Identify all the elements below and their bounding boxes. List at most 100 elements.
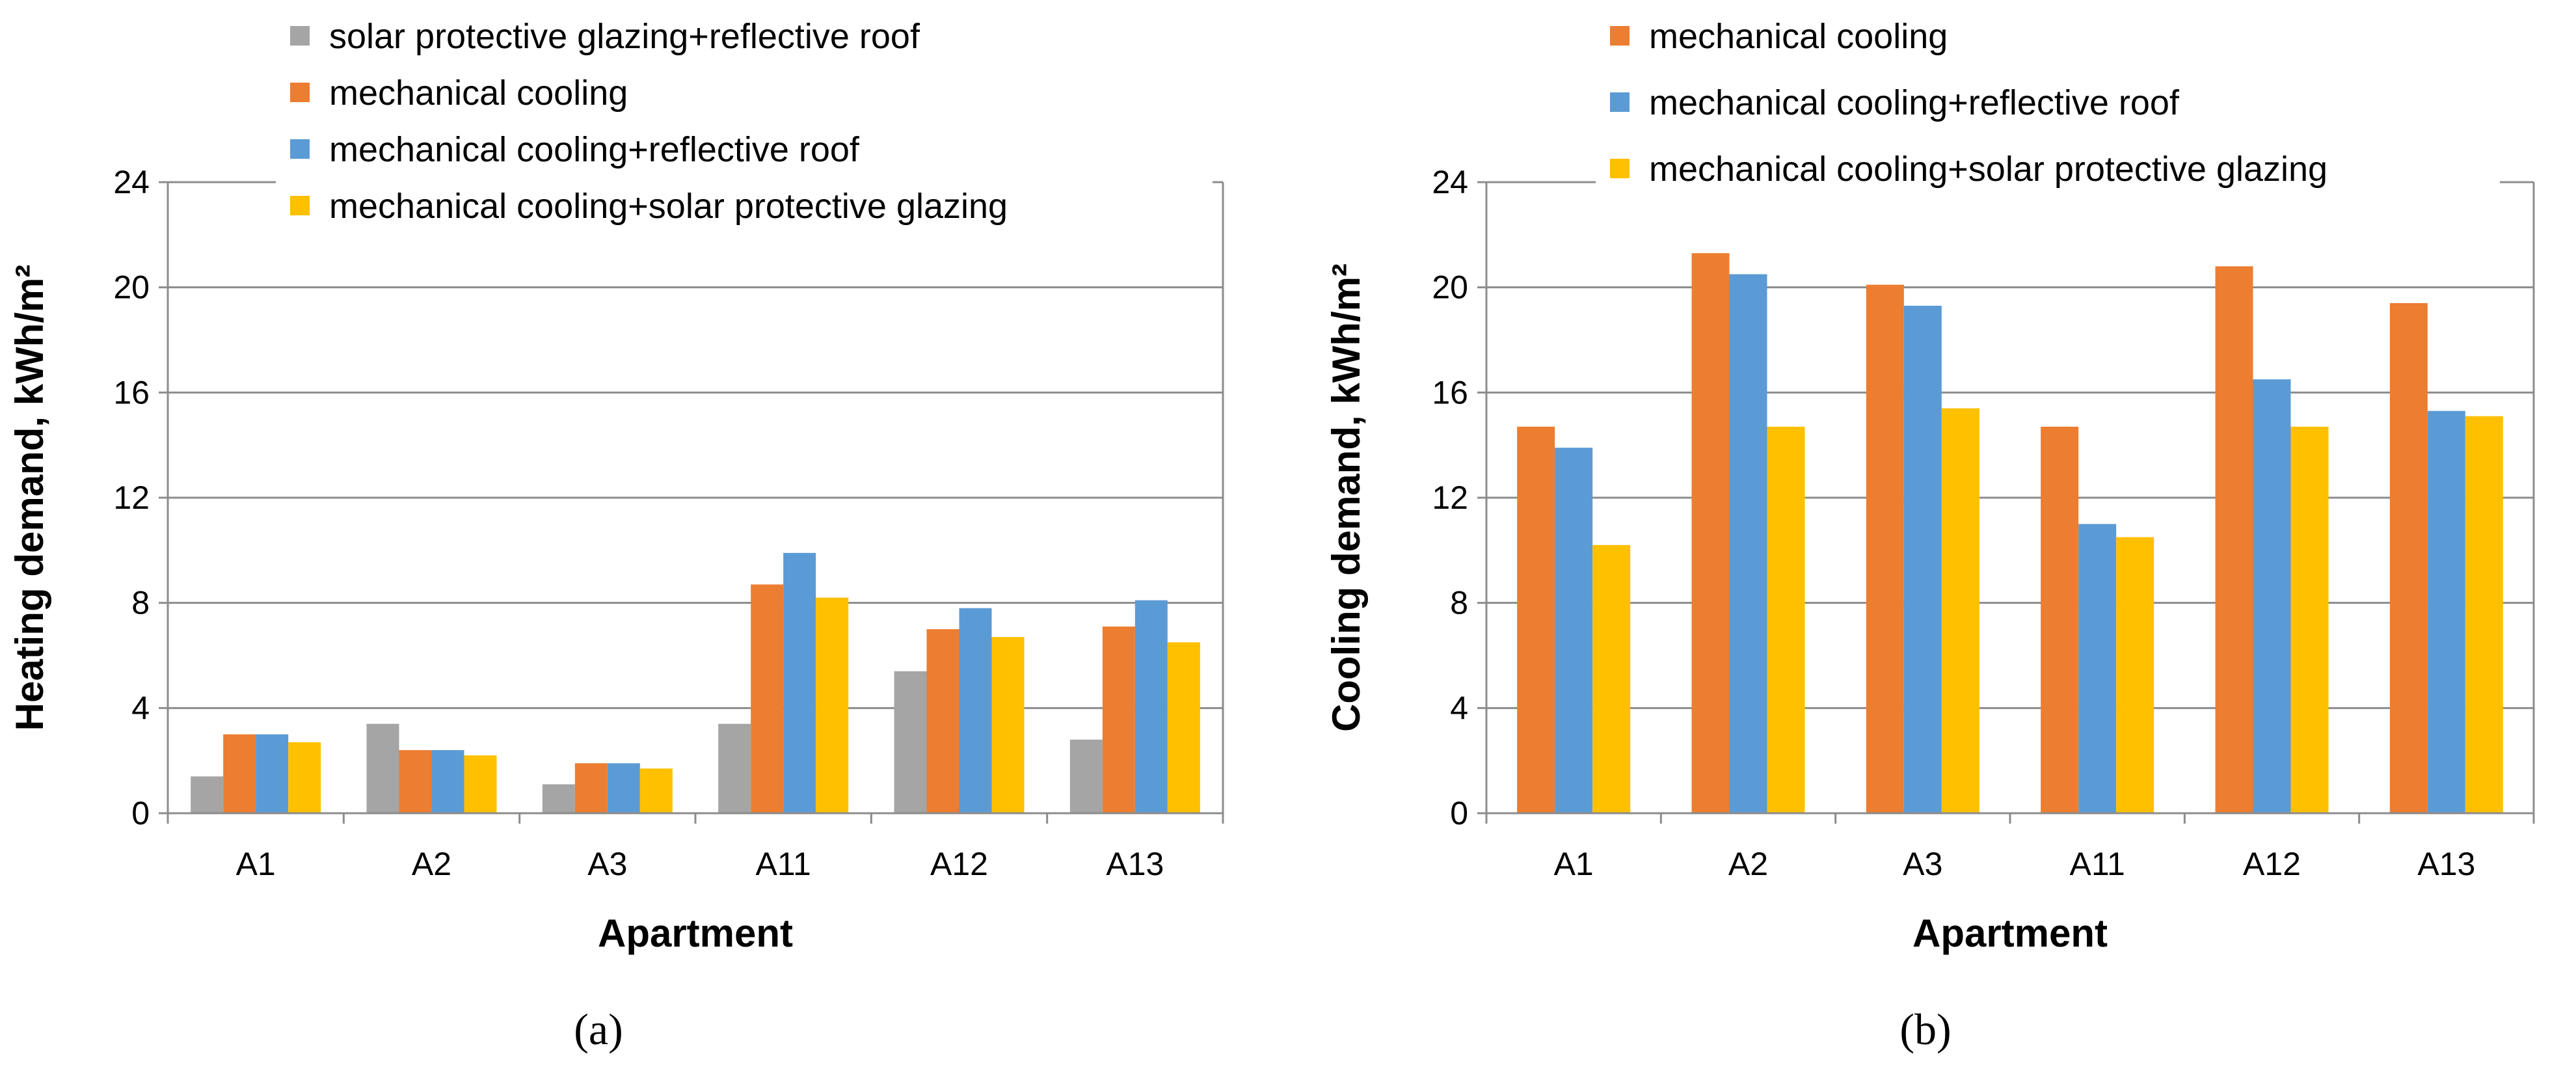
x-tick-label: A13 [1106, 846, 1164, 882]
panel-b-y-ticks: 0 4 8 12 16 20 24 [1432, 164, 1468, 831]
legend-label: mechanical cooling [1649, 17, 1948, 56]
panel-b-axes [1477, 181, 2535, 824]
x-tick-label: A12 [930, 846, 988, 882]
bar [1729, 274, 1767, 813]
bar [288, 742, 321, 813]
legend-label: solar protective glazing+reflective roof [329, 17, 920, 56]
bar [431, 750, 464, 813]
bar [959, 608, 992, 813]
y-tick-label: 16 [113, 374, 150, 411]
bar [816, 597, 849, 813]
legend-label: mechanical cooling+solar protective glaz… [1649, 150, 2328, 189]
legend-label: mechanical cooling [329, 74, 628, 113]
bar [1903, 305, 1942, 813]
x-tick-label: A3 [587, 846, 627, 882]
y-tick-label: 8 [131, 585, 150, 621]
x-tick-label: A13 [2417, 846, 2475, 882]
bar [464, 755, 497, 813]
panel-a-legend-background [276, 163, 1213, 233]
bar [1069, 739, 1103, 813]
bar [191, 776, 224, 813]
x-tick-label: A2 [1728, 846, 1768, 882]
bar [256, 734, 289, 813]
bar [991, 637, 1025, 813]
panel-a-bars [191, 552, 1200, 813]
bar [1767, 426, 1805, 813]
y-tick-label: 12 [113, 479, 150, 516]
bar [399, 750, 432, 813]
panel-a-x-axis-title: Apartment [598, 911, 793, 955]
panel-a-y-ticks: 0 4 8 12 16 20 24 [113, 164, 150, 831]
x-tick-label: A1 [236, 846, 276, 882]
panel-a-axes [159, 181, 1224, 824]
legend-label: mechanical cooling+solar protective glaz… [329, 187, 1008, 226]
y-tick-label: 4 [131, 690, 150, 726]
x-tick-label: A1 [1554, 846, 1594, 882]
bar [2253, 379, 2291, 813]
bar [2465, 416, 2503, 813]
bar [1134, 600, 1168, 813]
legend-label: mechanical cooling+reflective roof [1649, 83, 2180, 122]
panel-b-label: (b) [1899, 1004, 1951, 1054]
y-tick-label: 24 [1432, 164, 1468, 200]
legend-swatch [290, 83, 310, 102]
panel-b-gridlines [1486, 181, 2534, 709]
panel-b-y-axis-title: Cooling demand, kWh/m² [1324, 263, 1368, 732]
bar [574, 763, 608, 813]
y-tick-label: 4 [1450, 690, 1468, 726]
bar [783, 552, 816, 813]
legend-swatch [1610, 92, 1630, 112]
bar [607, 763, 640, 813]
bar [1555, 448, 1593, 813]
y-tick-label: 12 [1432, 479, 1468, 516]
panel-a-gridlines [168, 181, 1223, 709]
x-tick-label: A2 [412, 846, 451, 882]
bar [1167, 642, 1200, 813]
bar [1592, 545, 1631, 813]
bar [1866, 284, 1904, 813]
bar [751, 584, 784, 813]
legend-swatch [1610, 26, 1630, 46]
panel-b-bars [1517, 253, 2503, 814]
bar [1102, 627, 1135, 813]
y-tick-label: 20 [1432, 269, 1468, 306]
panel-a-y-axis-title: Heating demand, kWh/m² [8, 265, 51, 731]
y-tick-label: 24 [113, 164, 150, 200]
bar [2290, 426, 2329, 813]
bar [926, 629, 959, 813]
panel-a-heating-chart: 0 4 8 12 16 20 24 A1 A2 A3 A11 A12 A13 solar protec… [8, 17, 1224, 1054]
bar [639, 768, 673, 813]
y-tick-label: 0 [131, 795, 150, 831]
bar [894, 671, 927, 813]
bar [542, 784, 575, 813]
bar [366, 723, 399, 813]
legend-swatch [290, 196, 310, 215]
y-tick-label: 0 [1450, 795, 1468, 831]
bar [718, 723, 751, 813]
x-tick-label: A11 [2070, 846, 2125, 882]
bar [223, 734, 256, 813]
bar [2215, 266, 2253, 813]
x-tick-label: A12 [2243, 846, 2301, 882]
bar [2116, 537, 2154, 813]
bar [2389, 303, 2428, 814]
x-tick-label: A11 [756, 846, 811, 882]
bar [2078, 524, 2117, 813]
panel-a-x-ticks: A1 A2 A3 A11 A12 A13 [236, 846, 1164, 882]
bar [2427, 411, 2465, 813]
y-tick-label: 8 [1450, 585, 1468, 621]
legend-swatch [1610, 159, 1630, 178]
bar [2041, 426, 2079, 813]
y-tick-label: 20 [113, 269, 150, 306]
panel-a-legend: solar protective glazing+reflective roof… [290, 17, 1008, 226]
bar [1691, 253, 1730, 813]
bar [1941, 408, 1979, 813]
y-tick-label: 16 [1432, 374, 1468, 411]
panel-a-label: (a) [574, 1004, 623, 1054]
panel-b-legend: mechanical cooling mechanical cooling+ref… [1610, 17, 2328, 189]
panel-b-x-axis-title: Apartment [1912, 911, 2108, 955]
legend-swatch [290, 139, 310, 159]
